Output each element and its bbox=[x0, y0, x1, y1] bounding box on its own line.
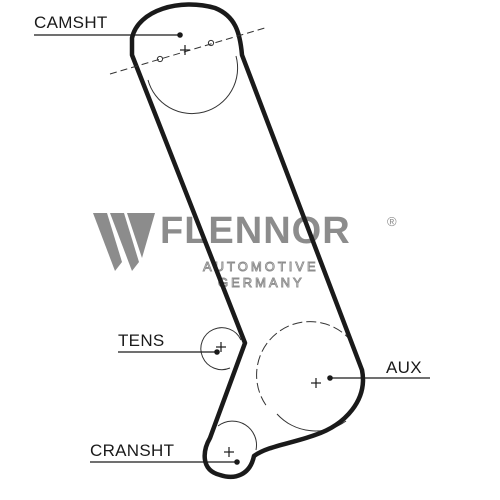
camshaft-leader bbox=[34, 32, 183, 38]
aux-centre-mark bbox=[311, 378, 321, 388]
camshaft-pulley bbox=[147, 55, 239, 115]
camshaft-centre-mark bbox=[180, 45, 190, 55]
brand-tagline-1: AUTOMOTIVE bbox=[203, 259, 319, 274]
registered-mark: ® bbox=[387, 214, 397, 229]
aux-label: AUX bbox=[386, 358, 422, 377]
tensioner-leader bbox=[118, 349, 220, 355]
crankshaft-leader bbox=[90, 459, 240, 465]
flennor-logo: FLENNOR ® AUTOMOTIVE GERMANY bbox=[93, 210, 397, 290]
timing-belt bbox=[129, 2, 366, 480]
brand-name: FLENNOR bbox=[160, 210, 351, 252]
crankshaft-pulley bbox=[217, 420, 257, 451]
tensioner-centre-mark bbox=[216, 342, 226, 352]
flennor-logo-mark bbox=[93, 213, 155, 271]
tensioner-pulley bbox=[200, 327, 242, 371]
brand-tagline-2: GERMANY bbox=[218, 275, 305, 290]
camshaft-label: CAMSHT bbox=[34, 13, 108, 32]
crankshaft-label: CRANSHT bbox=[90, 441, 174, 460]
crankshaft-centre-mark bbox=[224, 447, 234, 457]
tensioner-label: TENS bbox=[118, 331, 165, 350]
aux-leader bbox=[327, 375, 430, 381]
aux-pulley bbox=[256, 321, 353, 409]
